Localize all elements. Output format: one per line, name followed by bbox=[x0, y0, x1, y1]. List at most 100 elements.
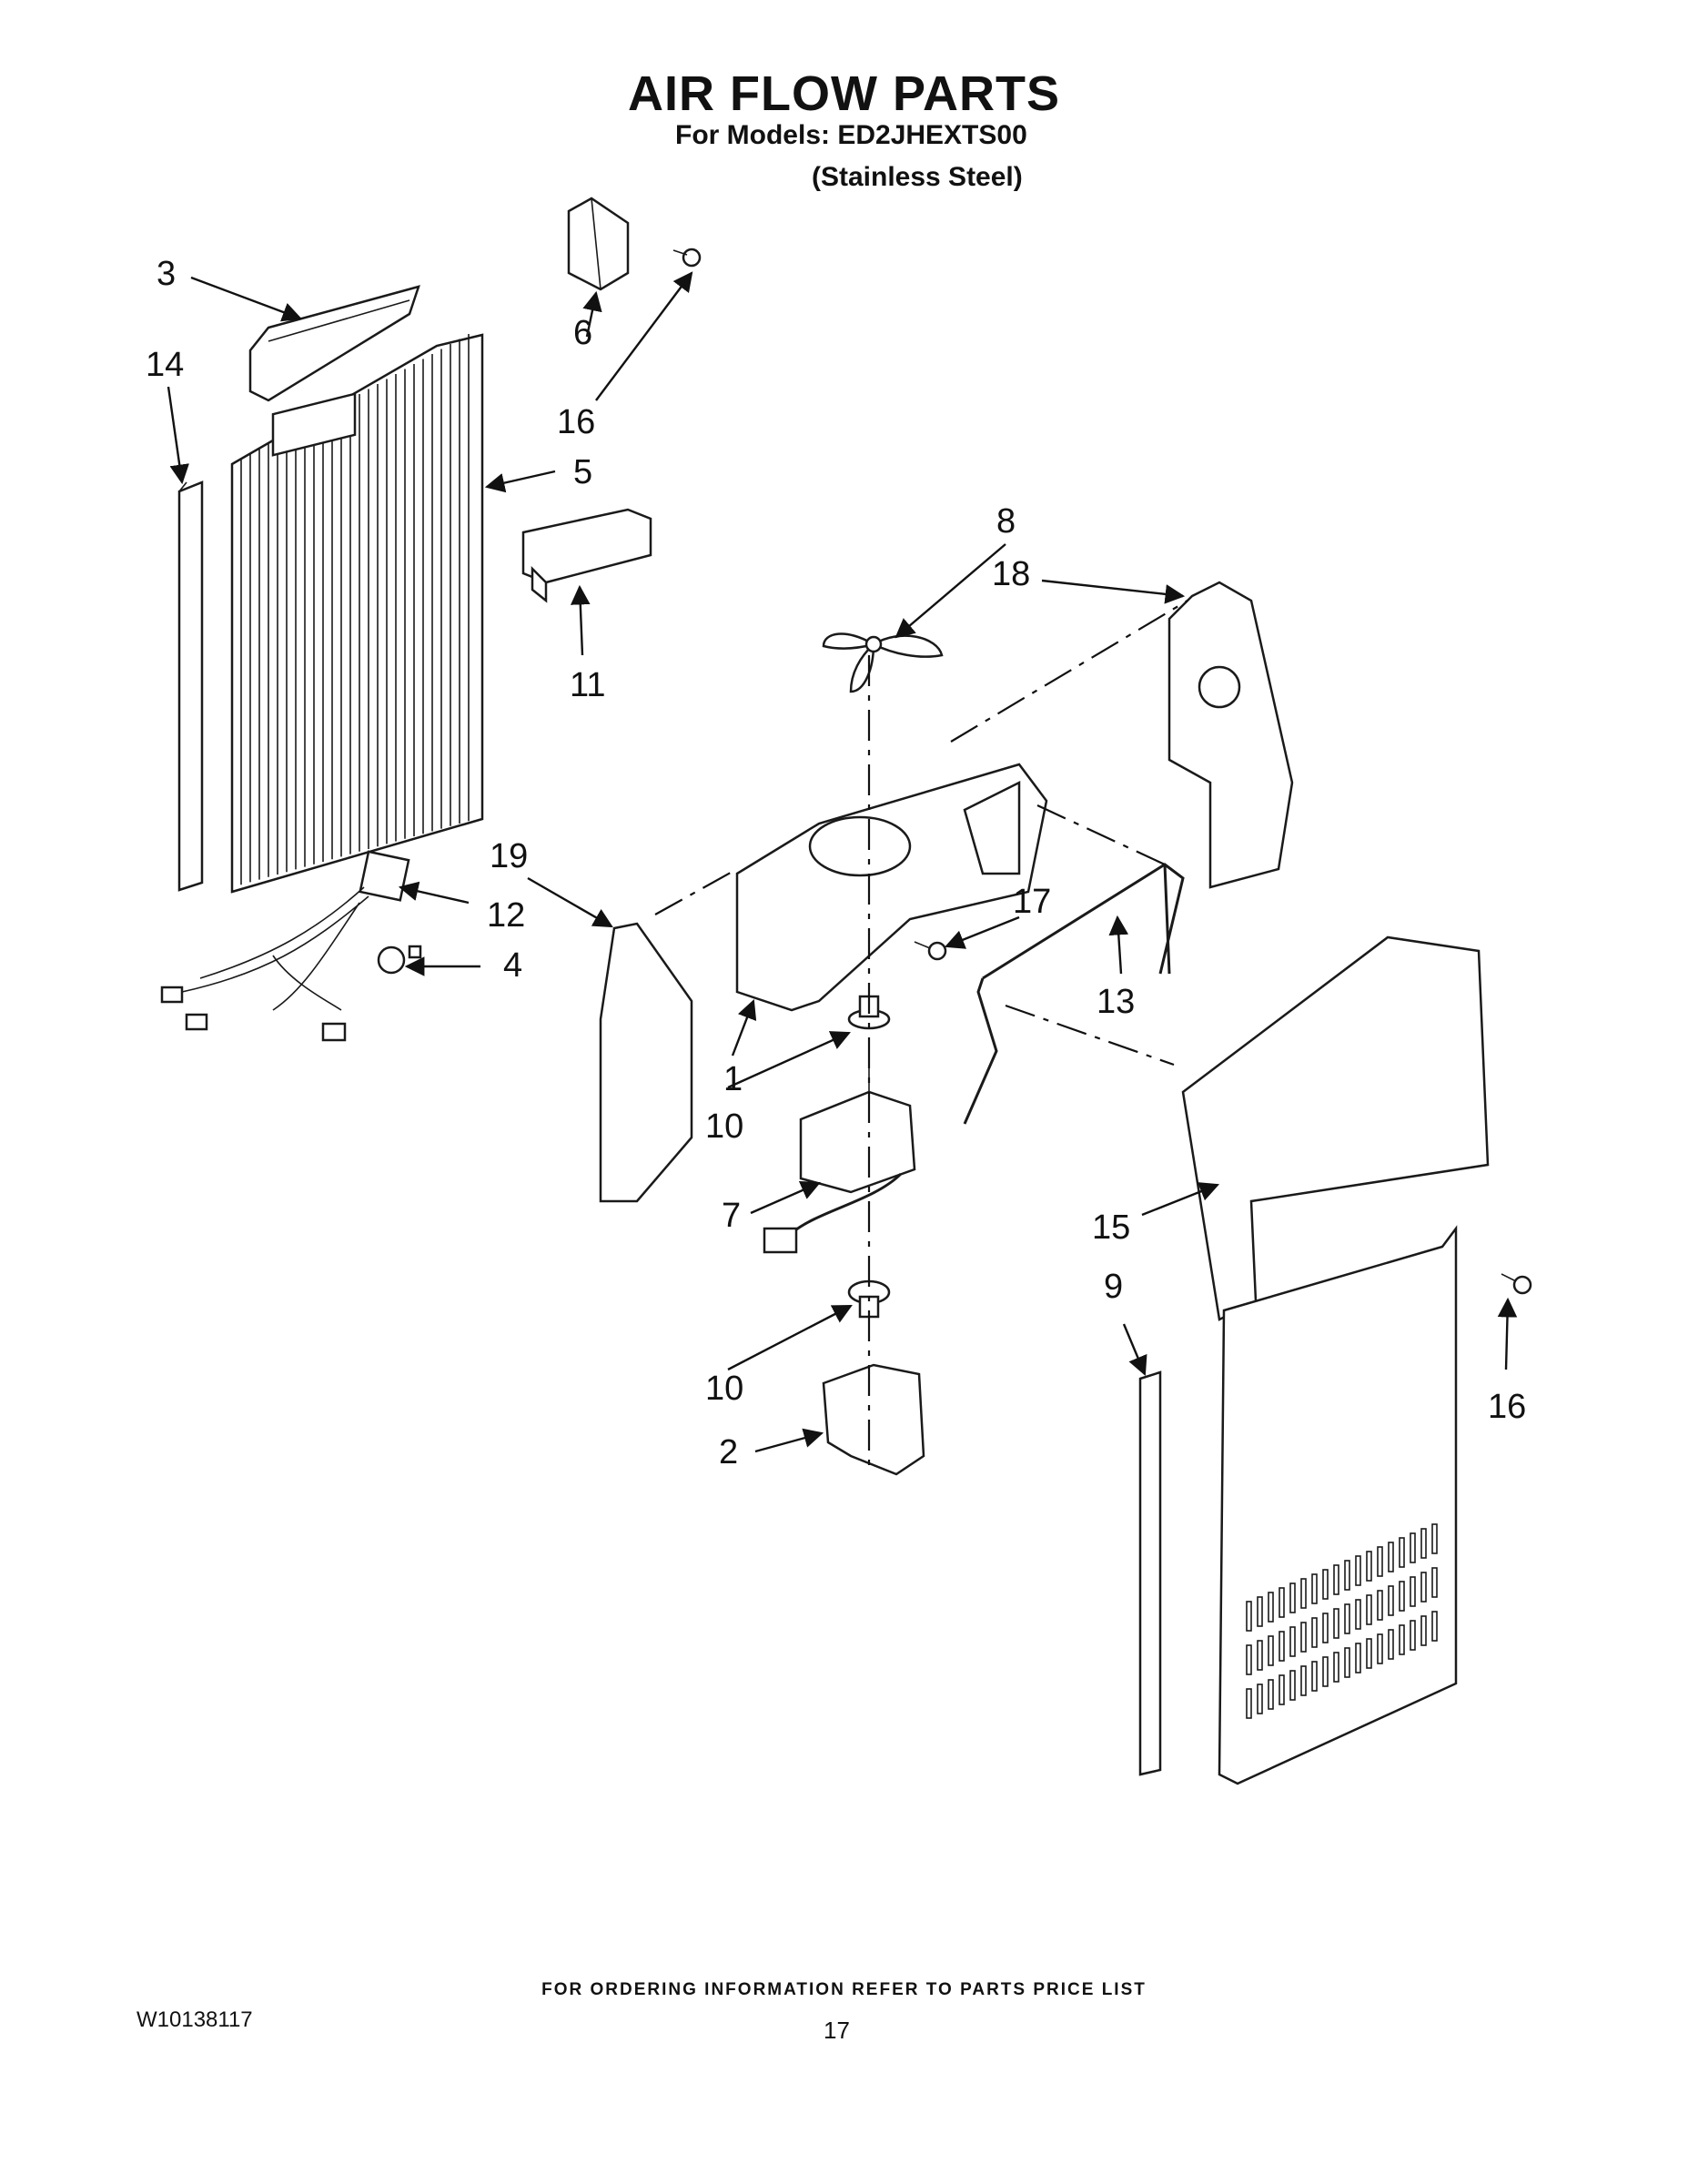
vent-slot bbox=[1246, 1688, 1252, 1719]
part-6-duct bbox=[567, 197, 630, 291]
part-13-wire-bracket bbox=[963, 863, 1185, 1125]
part-15-duct-panel bbox=[1181, 935, 1490, 1785]
vent-slot bbox=[1268, 1635, 1274, 1666]
vent-slot bbox=[1344, 1647, 1350, 1678]
callout-15: 15 bbox=[1092, 1208, 1131, 1247]
vent-slot bbox=[1399, 1581, 1405, 1612]
page-title: AIR FLOW PARTS bbox=[628, 66, 1060, 121]
vent-slot bbox=[1246, 1644, 1252, 1675]
vent-slot bbox=[1431, 1567, 1438, 1598]
vent-slot bbox=[1300, 1665, 1307, 1696]
vent-slot bbox=[1377, 1546, 1383, 1577]
part-9-seal-strip bbox=[1138, 1370, 1162, 1776]
vent-slot bbox=[1388, 1542, 1394, 1572]
part-3-bracket bbox=[248, 285, 420, 402]
vent-slot bbox=[1420, 1528, 1427, 1559]
vent-slot bbox=[1300, 1622, 1307, 1653]
vent-slot bbox=[1344, 1603, 1350, 1634]
vent-slot bbox=[1377, 1633, 1383, 1664]
vent-slot bbox=[1289, 1626, 1296, 1657]
vent-slot bbox=[1410, 1620, 1416, 1651]
part-7-fan-motor bbox=[763, 1046, 916, 1254]
callout-4: 4 bbox=[503, 946, 523, 985]
vent-slot bbox=[1399, 1537, 1405, 1568]
callout-19: 19 bbox=[490, 837, 529, 875]
part-8-fan-blade bbox=[822, 632, 944, 693]
vent-slot bbox=[1420, 1615, 1427, 1646]
callout-11: 11 bbox=[570, 666, 606, 704]
leader-lines bbox=[167, 271, 1518, 1453]
vent-slot bbox=[1410, 1576, 1416, 1607]
vent-slot bbox=[1366, 1638, 1372, 1669]
part-17-screw bbox=[914, 941, 947, 961]
callout-9: 9 bbox=[1104, 1268, 1124, 1306]
part-4-thermistor bbox=[377, 945, 422, 975]
models-line: For Models: ED2JHEXTS00 bbox=[675, 120, 1027, 150]
vent-slot bbox=[1279, 1631, 1285, 1662]
callout-13: 13 bbox=[1097, 983, 1136, 1021]
vent-slot bbox=[1366, 1551, 1372, 1582]
vent-slot bbox=[1355, 1599, 1361, 1630]
vent-slot bbox=[1246, 1601, 1252, 1632]
vent-slot bbox=[1399, 1624, 1405, 1655]
document-number: W10138117 bbox=[136, 2007, 253, 2032]
vent-slot bbox=[1268, 1592, 1274, 1623]
part-19-left-plate bbox=[599, 922, 693, 1203]
vent-slot bbox=[1322, 1569, 1329, 1600]
finish-line: (Stainless Steel) bbox=[812, 162, 1023, 192]
vent-slot bbox=[1279, 1587, 1285, 1618]
page-number: 17 bbox=[824, 2017, 850, 2044]
vent-slot bbox=[1410, 1532, 1416, 1563]
vent-slot bbox=[1377, 1590, 1383, 1621]
callout-10-lower: 10 bbox=[705, 1370, 744, 1408]
part-11-damper-bracket bbox=[521, 508, 652, 603]
vent-slot bbox=[1431, 1523, 1438, 1554]
part-16-screw-top bbox=[672, 248, 702, 268]
vent-slot bbox=[1279, 1674, 1285, 1705]
callout-7: 7 bbox=[722, 1197, 742, 1235]
vent-slot bbox=[1289, 1582, 1296, 1613]
vent-slot bbox=[1300, 1578, 1307, 1609]
vent-slot bbox=[1311, 1661, 1318, 1692]
vent-slot bbox=[1333, 1652, 1339, 1683]
vent-slot bbox=[1257, 1640, 1263, 1671]
vent-slot bbox=[1268, 1679, 1274, 1710]
callout-12: 12 bbox=[487, 896, 526, 935]
part-2-motor-bracket bbox=[822, 1363, 925, 1476]
vent-slot bbox=[1388, 1585, 1394, 1616]
vent-slot bbox=[1311, 1617, 1318, 1648]
part-12-wire-harness bbox=[160, 850, 410, 1042]
part-16-screw-lower bbox=[1501, 1273, 1532, 1295]
vent-slot bbox=[1311, 1573, 1318, 1604]
callout-17: 17 bbox=[1013, 883, 1052, 921]
vent-slot bbox=[1388, 1629, 1394, 1660]
part-18-right-plate bbox=[1167, 581, 1294, 889]
vent-slot bbox=[1333, 1564, 1339, 1595]
vent-slot bbox=[1257, 1596, 1263, 1627]
part-1-fan-housing bbox=[735, 763, 1048, 1012]
callout-16-lower: 16 bbox=[1488, 1388, 1527, 1426]
part-14-seal-strip bbox=[177, 480, 204, 892]
callout-2: 2 bbox=[719, 1433, 739, 1471]
callout-1: 1 bbox=[723, 1060, 743, 1098]
vent-slot bbox=[1366, 1594, 1372, 1625]
vent-slot bbox=[1431, 1611, 1438, 1642]
ordering-note: FOR ORDERING INFORMATION REFER TO PARTS … bbox=[541, 1980, 1147, 1999]
vent-slot bbox=[1289, 1670, 1296, 1701]
callout-6: 6 bbox=[573, 314, 593, 352]
callout-18: 18 bbox=[992, 555, 1031, 593]
callout-8: 8 bbox=[996, 502, 1016, 541]
vent-slot bbox=[1355, 1555, 1361, 1586]
vent-slot bbox=[1420, 1572, 1427, 1603]
callout-16-top: 16 bbox=[557, 403, 596, 441]
vent-slot bbox=[1355, 1643, 1361, 1673]
callout-10-upper: 10 bbox=[705, 1107, 744, 1146]
part-5-evaporator-cover-panel bbox=[230, 333, 484, 894]
vent-slot bbox=[1257, 1684, 1263, 1714]
vent-slot bbox=[1322, 1613, 1329, 1643]
vent-slot bbox=[1333, 1608, 1339, 1639]
vent-slot bbox=[1344, 1560, 1350, 1591]
vent-slot bbox=[1322, 1656, 1329, 1687]
callout-5: 5 bbox=[573, 453, 593, 491]
